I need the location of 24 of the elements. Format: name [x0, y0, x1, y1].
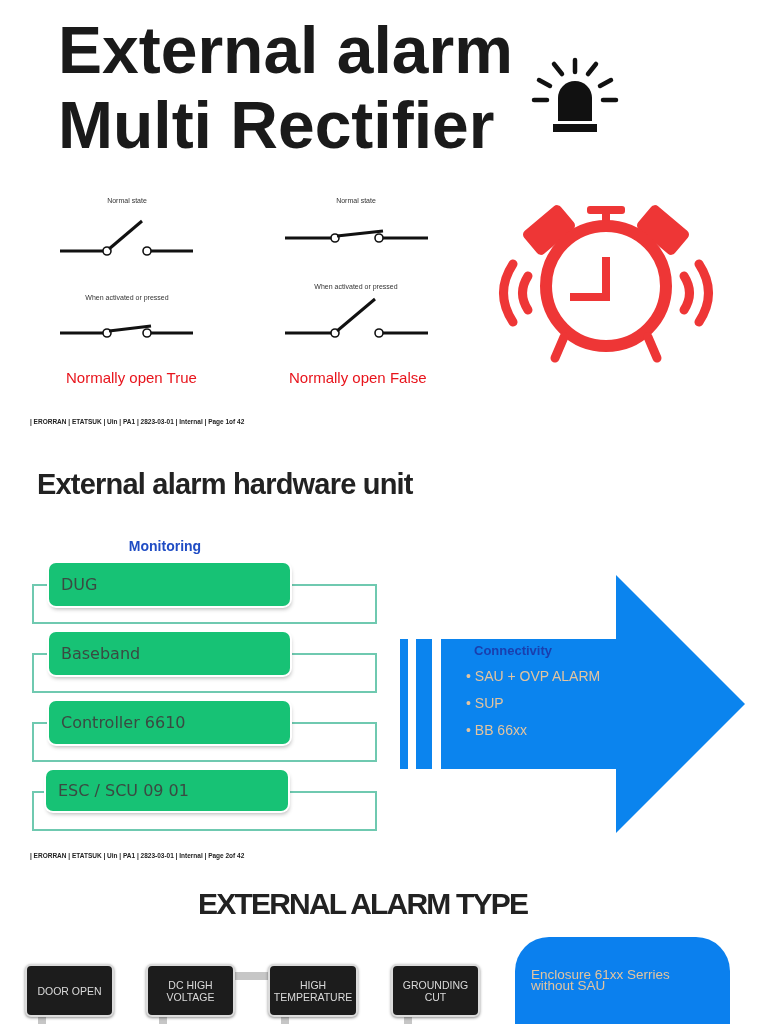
bullet-item: • BB 66xx: [466, 721, 527, 739]
alarm-type-tile: DC HIGH VOLTAGE: [146, 964, 235, 1017]
alarm-type-tile: DOOR OPEN: [25, 964, 114, 1017]
connector-bar: [235, 972, 268, 980]
slide-title: EXTERNAL ALARM TYPE: [198, 887, 528, 921]
alarm-type-tile: HIGH TEMPERATURE: [268, 964, 358, 1017]
list-item: DUG: [49, 563, 290, 606]
section-heading: Connectivity: [474, 643, 552, 658]
connector-stub: [281, 1017, 289, 1024]
connector-stub: [38, 1017, 46, 1024]
list-item: Controller 6610: [49, 701, 290, 744]
alarm-type-tile: GROUNDING CUT: [391, 964, 480, 1017]
info-panel: Enclosure 61xx Serries without SAU: [515, 937, 730, 1024]
slide-title: External alarm hardware unit: [37, 468, 413, 501]
striped-block-arrow: [400, 575, 745, 833]
connector-stub: [404, 1017, 412, 1024]
list-item: ESC / SCU 09 01: [46, 770, 288, 811]
switch-caption: Normally open True: [66, 369, 197, 386]
switch-caption: Normally open False: [289, 369, 427, 386]
bullet-item: • SUP: [466, 694, 504, 712]
connector-stub: [159, 1017, 167, 1024]
bullet-item: • SAU + OVP ALARM: [466, 667, 601, 685]
list-item: Baseband: [49, 632, 290, 675]
slide-title: External alarm Multi Rectifier: [58, 13, 514, 163]
